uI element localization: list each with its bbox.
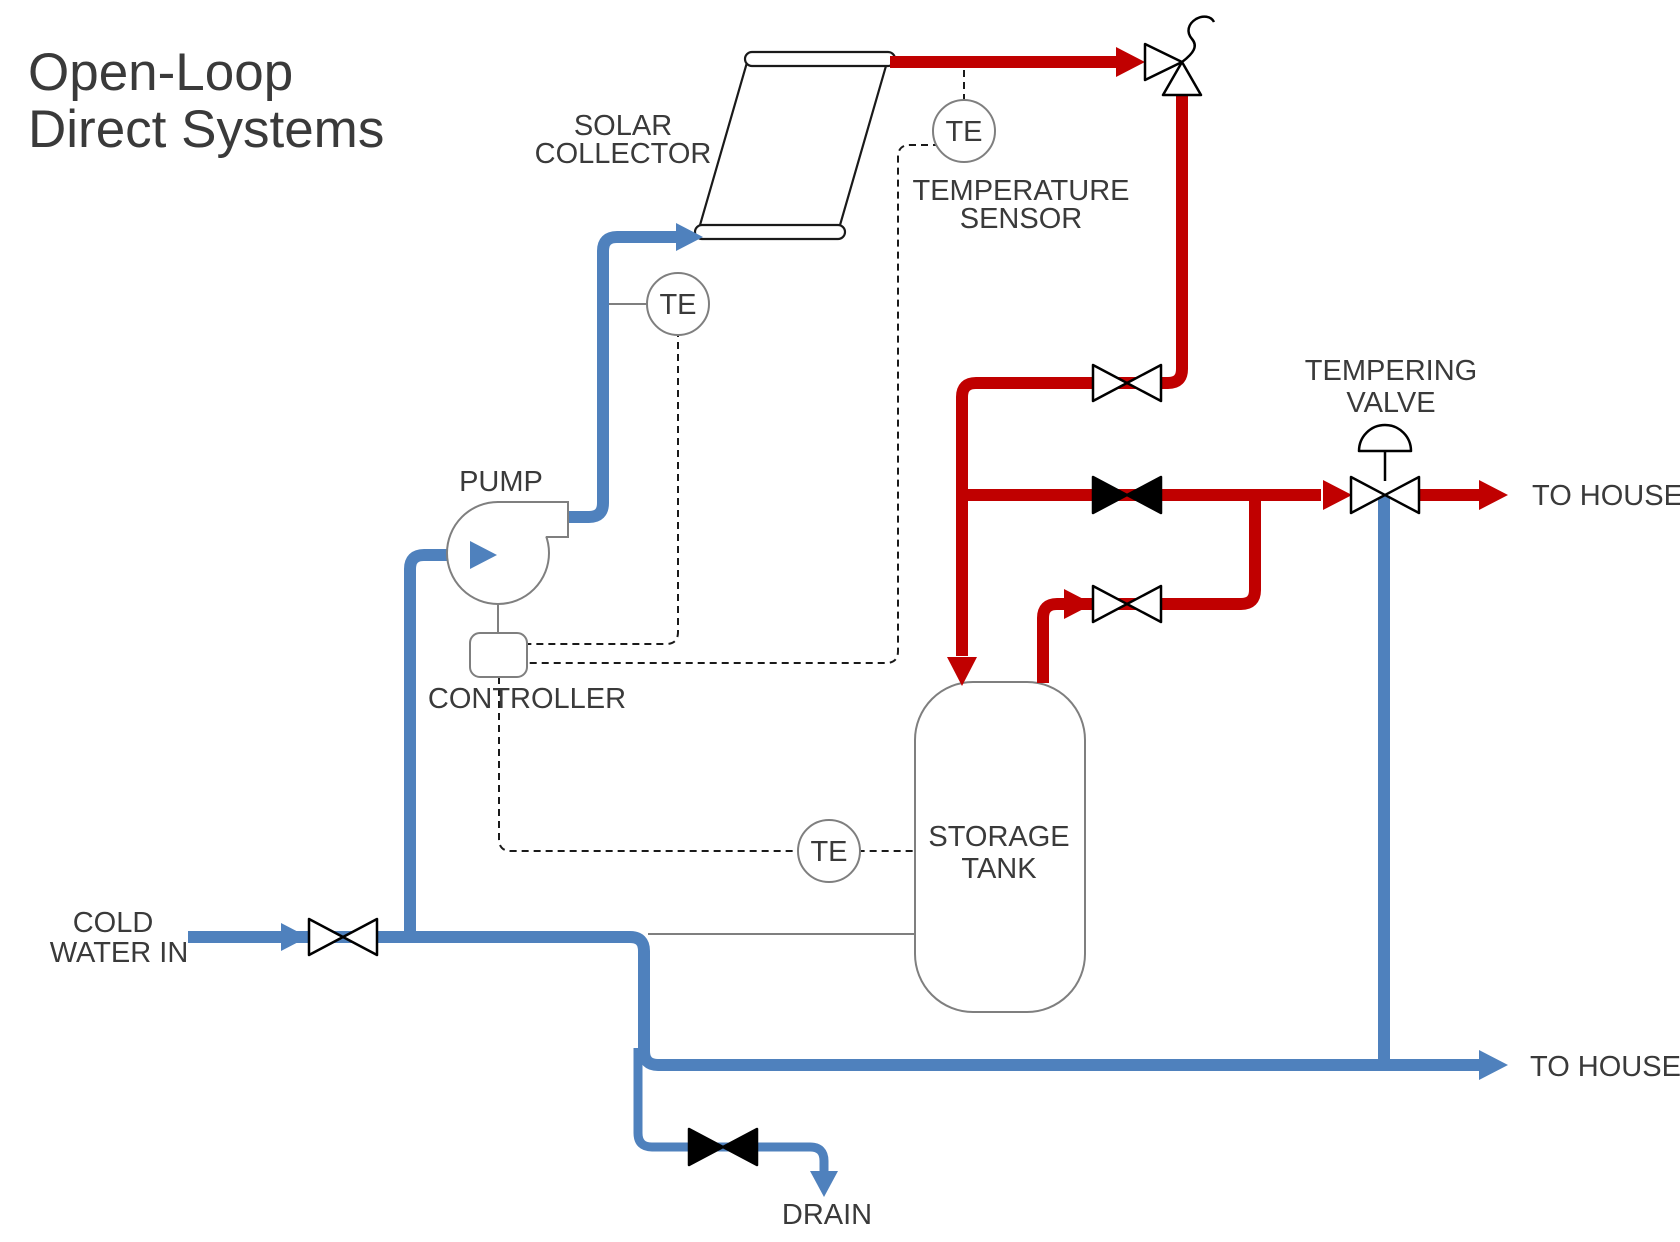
solar-collector-label-line2: COLLECTOR <box>535 138 712 170</box>
te-tank-tag: TE <box>810 836 847 868</box>
storage-tank-label-line1: STORAGE <box>928 821 1069 853</box>
storage-tank-label-line2: TANK <box>961 853 1037 885</box>
tempering-valve-body <box>1349 475 1421 515</box>
cold-pump-riser-pipe <box>404 549 470 931</box>
flow-arrow-tank-outlet <box>1064 589 1093 619</box>
te-collector-inlet-tag: TE <box>659 289 696 321</box>
solar-collector-label-line1: SOLAR <box>574 110 672 142</box>
flow-arrow-hot-to-house <box>1479 480 1508 510</box>
tempering-valve-label-line2: VALVE <box>1346 387 1435 419</box>
temperature-sensors: TE TE TE <box>646 99 996 883</box>
cold-to-house-label: TO HOUSE <box>1530 1051 1680 1083</box>
controller-box <box>469 632 528 678</box>
pump-outlet-tab <box>497 501 569 538</box>
labels: Open-Loop Direct Systems SOLAR COLLECTOR… <box>28 43 1680 1231</box>
controller-label: CONTROLLER <box>428 683 626 715</box>
valves <box>307 15 1421 1167</box>
solar-collector <box>693 50 897 241</box>
cold-supply-pipe <box>188 931 1479 1071</box>
solar-collector-bottom-header <box>693 223 847 241</box>
flow-arrow-into-tank <box>947 657 977 686</box>
flow-arrow-into-relief-valve <box>1116 47 1145 77</box>
relief-valve-outlet-triangle <box>1161 60 1203 97</box>
hot-to-house-label: TO HOUSE <box>1532 480 1680 512</box>
signal-controller-to-tank-te <box>498 677 914 852</box>
temperature-sensor-label-line1: TEMPERATURE <box>913 175 1130 207</box>
cold-water-in-label-line1: COLD <box>73 907 154 939</box>
te-tank-bubble <box>797 819 861 883</box>
relief-valve-inlet-triangle <box>1143 42 1184 82</box>
pressure-relief-valve <box>1143 15 1216 97</box>
drain-label: DRAIN <box>782 1199 872 1231</box>
tempering-valve-label-line1: TEMPERING <box>1305 355 1477 387</box>
thin-connectors <box>497 303 916 935</box>
flow-arrow-into-tempering-valve <box>1323 480 1352 510</box>
page-title-line2: Direct Systems <box>28 100 384 159</box>
te-collector-outlet-bubble <box>932 99 996 163</box>
flow-arrow-cold-to-house <box>1479 1050 1508 1080</box>
signal-te-inlet-to-controller <box>527 330 679 645</box>
tempering-valve-actuator-dome <box>1357 423 1413 453</box>
pump <box>446 501 569 605</box>
closed-bypass-valve <box>1091 475 1163 515</box>
flow-arrow-into-pump <box>470 541 497 569</box>
piping-cold <box>188 223 1508 1197</box>
solar-collector-top-header <box>743 50 897 68</box>
te-collector-inlet-bubble <box>646 272 710 336</box>
flow-arrow-cold-in <box>281 923 308 951</box>
temperature-sensor-label-line2: SENSOR <box>960 203 1082 235</box>
hot-downcomer-pipe <box>956 93 1188 656</box>
flow-arrow-into-collector <box>676 223 703 251</box>
signal-te-outlet-to-controller <box>527 144 940 664</box>
storage-tank <box>914 681 1086 1013</box>
solar-collector-panel <box>696 57 890 234</box>
isolation-valve-downcomer <box>1091 363 1163 403</box>
pump-to-collector-pipe <box>566 231 676 523</box>
pump-label: PUMP <box>459 466 543 498</box>
page-title-line1: Open-Loop <box>28 43 293 102</box>
signal-lines <box>498 70 965 852</box>
closed-drain-valve <box>687 1127 759 1167</box>
cold-water-in-label-line2: WATER IN <box>50 937 189 969</box>
relief-valve-spring-squiggle <box>1181 15 1216 63</box>
flow-arrow-drain <box>810 1171 838 1197</box>
cold-water-inlet-valve <box>307 917 379 957</box>
isolation-valve-tank-outlet <box>1091 584 1163 624</box>
tempering-valve <box>1349 423 1421 515</box>
te-collector-outlet-tag: TE <box>945 116 982 148</box>
